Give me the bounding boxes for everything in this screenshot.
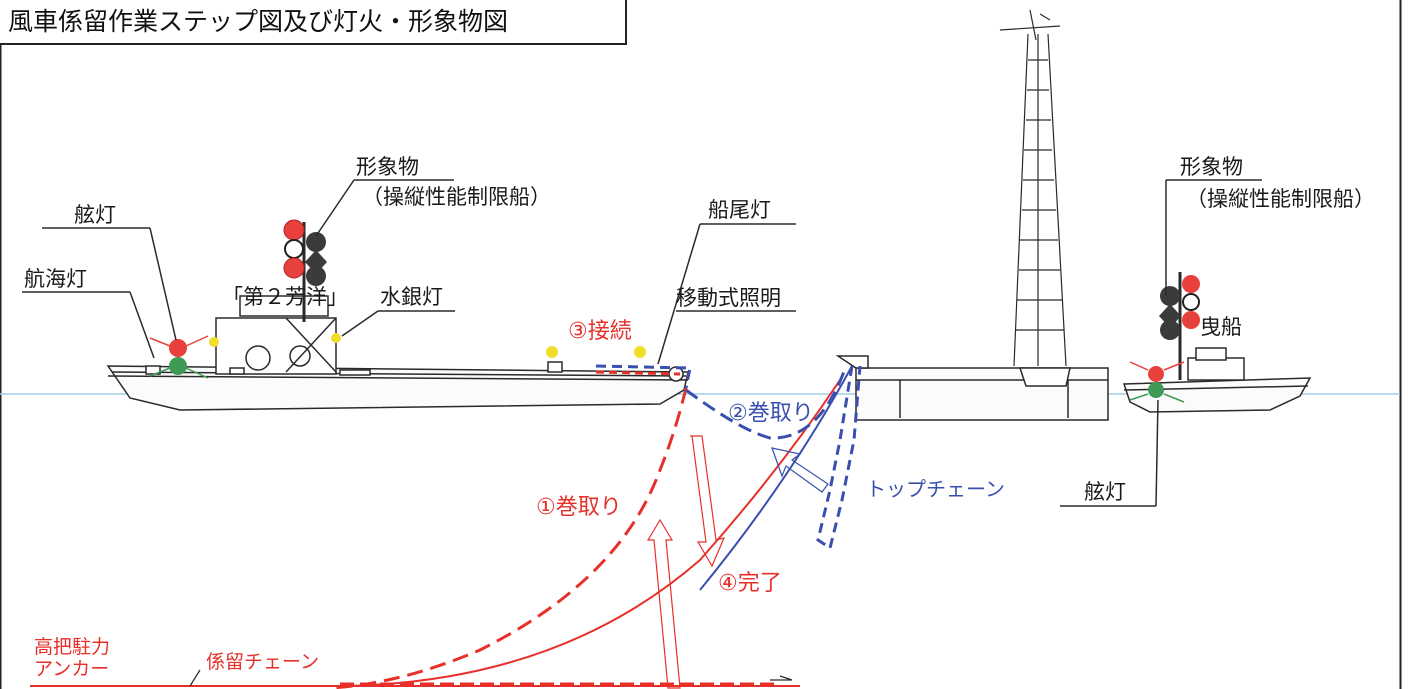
label-anchor-line2: アンカー [34,658,109,680]
label-mooring-chain: 係留チェーン [206,651,319,673]
step-1-label: ①巻取り [536,495,622,520]
portable-light-1 [546,346,558,358]
tug-shape-ball-top [1160,286,1180,306]
turbine-tower [999,9,1067,367]
tug-signal-white [1182,293,1200,311]
label-side-light-right: 舷灯 [1084,480,1126,504]
label-anchor: 高把駐力 [34,636,110,658]
step-2-label: ②巻取り [728,401,814,426]
label-stern-light: 船尾灯 [708,198,771,222]
label-shape-right: 形象物 [1180,155,1243,179]
signal-white-ball [284,239,304,259]
label-barge-name: 「第２芳洋」 [222,285,348,309]
mooring-chain-pointer [189,669,201,687]
mercury-light-2 [331,333,341,343]
light-rays-right [1129,361,1185,403]
tug-signal-red-top [1182,275,1200,293]
step-4-label: ④完了 [718,571,782,596]
step3-connection-red [595,370,681,376]
label-top-chain: トップチェーン [866,477,1005,501]
signal-red-ball-top [283,219,305,241]
arrow-up-blue [771,447,829,493]
label-lines-right [1060,179,1262,507]
step1-chain [329,387,688,689]
label-shape-left-sub: （操縦性能制限船） [362,185,551,209]
arrow-up-1 [646,518,681,689]
label-tug: 曳船 [1200,315,1242,339]
label-shape-left: 形象物 [356,155,419,179]
light-rays-left [149,335,209,379]
shape-ball-top [306,232,326,252]
tug-shape-ball-bottom [1160,320,1180,340]
arrow-down-1 [690,435,726,568]
tug-signal-red-bottom [1182,311,1200,329]
step4-chain [343,379,841,687]
portable-light-2 [634,346,646,358]
side-light-green [169,357,187,375]
top-chain-solid [699,365,853,591]
tug-boat [1122,347,1312,413]
diagram-title: 風車係留作業ステップ図及び灯火・形象物図 [8,7,508,36]
label-nav-light: 航海灯 [24,267,87,291]
top-chain-dashed [816,365,862,551]
label-lines-left [22,179,796,365]
label-mercury-light: 水銀灯 [380,285,443,309]
shape-ball-bottom [306,266,326,286]
barge [106,295,689,411]
step-3-label: ③接続 [568,319,632,344]
mercury-light-1 [209,337,219,347]
tug-side-light-red [1148,366,1164,382]
step2-chain [685,365,848,440]
title-box [0,0,627,45]
label-shape-right-sub: （操縦性能制限船） [1186,187,1375,211]
wind-turbine-float [835,355,1109,421]
tug-side-light-green [1148,382,1164,398]
label-mast-light: 舷灯 [74,203,116,227]
label-portable-light: 移動式照明 [676,286,781,310]
side-light-red [169,339,187,357]
signal-red-ball-bottom [283,257,305,279]
anchor-marker [770,675,793,681]
